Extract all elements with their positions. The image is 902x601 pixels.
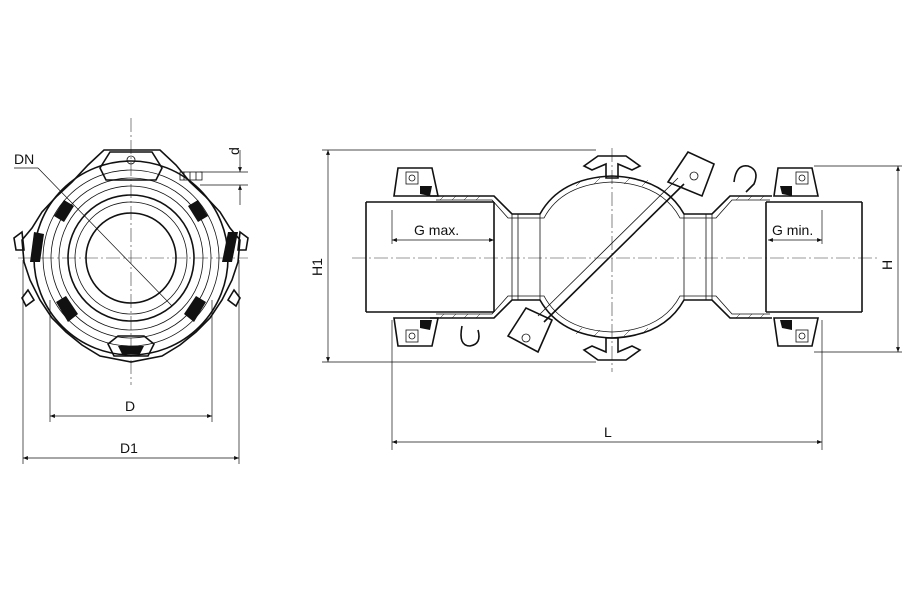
side-section-view: G max. G min. H1 H L: [309, 148, 902, 450]
g-max-label: G max.: [414, 222, 459, 238]
d-small-label: d: [226, 147, 242, 155]
d-outer-label: D: [125, 398, 135, 414]
h-label: H: [879, 260, 895, 270]
h1-label: H1: [309, 258, 325, 276]
l-label: L: [604, 424, 612, 440]
dn-label: DN: [14, 151, 34, 167]
g-min-label: G min.: [772, 222, 813, 238]
d1-label: D1: [120, 440, 138, 456]
end-view: DN d D D1: [13, 118, 249, 464]
